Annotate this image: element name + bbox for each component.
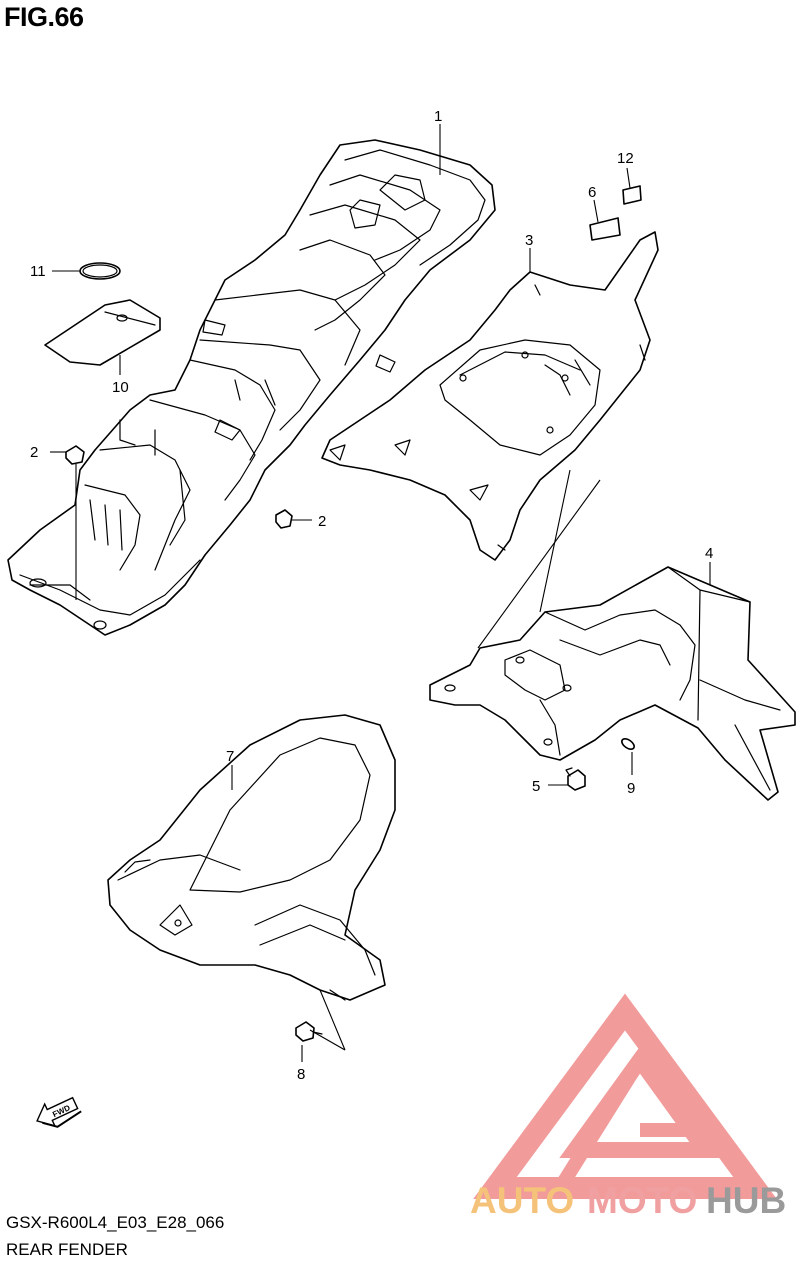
part-10-cover-plate xyxy=(44,299,161,366)
callout-1: 1 xyxy=(434,108,442,125)
callout-6: 6 xyxy=(588,184,596,201)
watermark-auto: AUTO xyxy=(470,1180,574,1221)
callout-7: 7 xyxy=(226,748,234,765)
section-name: REAR FENDER xyxy=(6,1240,128,1259)
part-3-undercover xyxy=(321,231,659,561)
callout-2-left: 2 xyxy=(30,444,38,461)
fwd-arrow-icon: FWD xyxy=(36,1096,82,1128)
part-2-bolt-right xyxy=(275,509,293,529)
callout-9: 9 xyxy=(627,780,635,797)
leader-lines xyxy=(50,124,711,1062)
part-11-ring xyxy=(79,262,121,280)
callout-11: 11 xyxy=(30,263,46,280)
part-7-front-fender xyxy=(107,714,396,1001)
callout-3: 3 xyxy=(525,232,533,249)
callout-8: 8 xyxy=(297,1066,305,1083)
part-5-bolt xyxy=(565,767,586,791)
part-8-bolt xyxy=(295,1021,323,1042)
callout-12: 12 xyxy=(617,150,634,167)
figure-title: FIG.66 xyxy=(4,2,84,32)
part-6-decal xyxy=(589,217,621,241)
watermark-hub: HUB xyxy=(706,1180,786,1221)
callout-5: 5 xyxy=(532,778,540,795)
model-code: GSX-R600L4_E03_E28_066 xyxy=(6,1213,225,1232)
watermark-logo xyxy=(473,993,777,1199)
part-12-decal xyxy=(622,185,642,205)
part-9-washer xyxy=(621,738,635,750)
callout-10: 10 xyxy=(112,379,129,396)
part-1-rear-fender-main xyxy=(7,139,496,636)
part-4-license-bracket xyxy=(429,566,796,801)
callout-2-right: 2 xyxy=(318,513,326,530)
watermark-moto: MOTO xyxy=(587,1180,697,1221)
watermark-text: AUTO MOTO HUB xyxy=(470,1180,786,1221)
callout-4: 4 xyxy=(705,545,713,562)
callout-labels: 1 2 2 3 4 5 6 7 8 9 10 11 12 xyxy=(30,108,713,1083)
part-2-bolt-left xyxy=(65,445,85,465)
